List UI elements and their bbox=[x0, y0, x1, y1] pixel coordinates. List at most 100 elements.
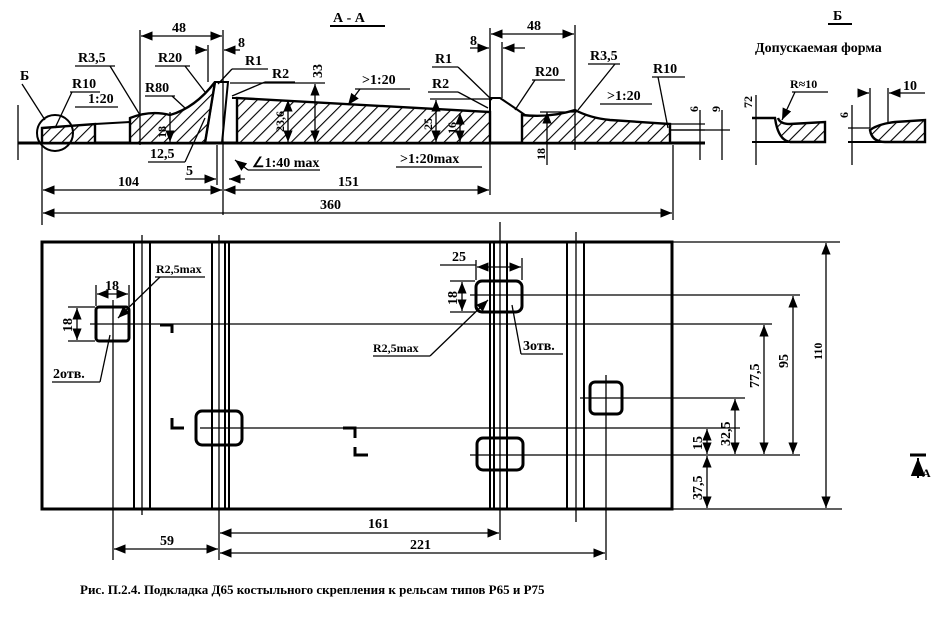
dim-9: 9 bbox=[709, 106, 723, 112]
left-end-hatch bbox=[40, 122, 97, 145]
hole-rect-top-right bbox=[474, 279, 524, 314]
dim-104: 104 bbox=[118, 175, 139, 190]
dim-6: 6 bbox=[687, 106, 701, 112]
dim-25: 25 bbox=[421, 118, 435, 130]
leader-slope-center bbox=[347, 88, 361, 106]
section-title: А - А bbox=[333, 11, 366, 26]
detail-view: Б Допускаемая форма 72 R≈10 6 10 bbox=[741, 9, 927, 165]
detail-subtitle: Допускаемая форма bbox=[755, 41, 882, 56]
detail-form-2 bbox=[868, 118, 927, 144]
dim-37-5: 37,5 bbox=[691, 476, 706, 501]
dim-161: 161 bbox=[368, 517, 389, 532]
dim-18-height-right: 18 bbox=[446, 291, 461, 305]
label-slope-center: >1:20 bbox=[362, 73, 396, 88]
dim-8-left: 8 bbox=[238, 36, 245, 51]
label-r2-right: R2 bbox=[432, 77, 449, 92]
leader-r2-5-right bbox=[429, 299, 489, 357]
leader-holes-3 bbox=[511, 304, 522, 355]
dim-59: 59 bbox=[160, 534, 174, 549]
dim-95: 95 bbox=[777, 354, 792, 368]
detail-dim-6: 6 bbox=[837, 112, 851, 118]
dim-12-5: 12,5 bbox=[150, 147, 175, 162]
label-r10-right: R10 bbox=[653, 62, 677, 77]
dim-16: 16 bbox=[445, 122, 459, 134]
label-r1-left: R1 bbox=[245, 54, 262, 69]
dim-18-right: 18 bbox=[534, 148, 548, 160]
figure-caption: Рис. П.2.4. Подкладка Д65 костыльного ск… bbox=[80, 582, 545, 597]
detail-title: Б bbox=[833, 9, 842, 24]
dim-18-width-left: 18 bbox=[105, 279, 119, 294]
label-r2-5-left: R2,5max bbox=[156, 262, 202, 276]
dim-221: 221 bbox=[410, 538, 431, 553]
leader-r1-left bbox=[217, 68, 233, 85]
left-slot bbox=[94, 120, 131, 144]
label-r10-left: R10 bbox=[72, 77, 96, 92]
dim-8-right: 8 bbox=[470, 34, 477, 49]
detail-dim-72: 72 bbox=[741, 96, 755, 108]
dim-151: 151 bbox=[338, 175, 359, 190]
detail-dim-10: 10 bbox=[903, 79, 917, 94]
dim-15: 15 bbox=[691, 436, 706, 450]
leader-detail bbox=[21, 83, 46, 121]
label-r3-5-right: R3,5 bbox=[590, 49, 618, 64]
leader-12-5 bbox=[184, 117, 206, 163]
dim-77-5: 77,5 bbox=[748, 364, 763, 389]
dim-360: 360 bbox=[320, 198, 341, 213]
label-slope-1-20-max: >1:20max bbox=[400, 152, 459, 167]
dim-18-height-left: 18 bbox=[61, 318, 76, 332]
label-r2-5-right: R2,5max bbox=[373, 341, 419, 355]
leader-slope-1-40 bbox=[234, 159, 249, 171]
section-cut-marker-1 bbox=[160, 323, 174, 333]
leader-r20-right bbox=[514, 79, 536, 111]
section-view: А - А Б R10 R3,5 1:20 R bbox=[17, 11, 730, 225]
label-holes-3: 3отв. bbox=[523, 339, 555, 354]
leader-r2-left bbox=[231, 81, 266, 97]
detail-circle bbox=[36, 114, 74, 152]
label-r2-left: R2 bbox=[272, 67, 289, 82]
dim-48-right: 48 bbox=[527, 19, 541, 34]
section-cut-marker-3 bbox=[343, 426, 357, 438]
leader-r3-5-left bbox=[109, 65, 141, 116]
dim-5: 5 bbox=[186, 164, 193, 179]
dim-18-left: 18 bbox=[155, 126, 169, 138]
leader-r10-right bbox=[657, 76, 669, 129]
leader-holes-2 bbox=[99, 334, 111, 383]
label-r1-right: R1 bbox=[435, 52, 452, 67]
label-slope-right: >1:20 bbox=[607, 89, 641, 104]
leader-r3-5-right bbox=[577, 63, 616, 111]
detail-form-1 bbox=[752, 116, 827, 144]
label-r20-right: R20 bbox=[535, 65, 559, 80]
dim-48-left: 48 bbox=[172, 21, 186, 36]
plan-view: 18 18 R2,5max 2отв. 25 18 R2,5max 3отв. … bbox=[40, 222, 931, 560]
dim-110: 110 bbox=[811, 343, 825, 360]
leader-r20-left bbox=[184, 65, 206, 93]
dim-25-plan: 25 bbox=[452, 250, 466, 265]
hole-rect-left bbox=[194, 409, 244, 447]
dim-32-5: 32,5 bbox=[719, 422, 734, 447]
section-cut-marker-4 bbox=[353, 447, 368, 457]
right-rib bbox=[489, 97, 526, 143]
label-slope-left: 1:20 bbox=[88, 92, 114, 107]
dim-33: 33 bbox=[311, 64, 326, 78]
detail-radius-leader bbox=[781, 91, 796, 121]
left-rib bbox=[203, 81, 230, 144]
label-r3-5-left: R3,5 bbox=[78, 51, 106, 66]
detail-ref-label: Б bbox=[20, 69, 29, 84]
detail-radius-label: R≈10 bbox=[790, 77, 817, 91]
leader-r1-right bbox=[457, 66, 493, 101]
leader-r2-5-left bbox=[117, 276, 161, 319]
section-marker-label: А bbox=[922, 466, 931, 480]
dim-23-6: 23,6 bbox=[273, 111, 287, 132]
label-holes-2: 2отв. bbox=[53, 367, 85, 382]
label-r20-left: R20 bbox=[158, 51, 182, 66]
leader-r80 bbox=[171, 95, 186, 109]
left-shoulder-hatch bbox=[128, 81, 217, 145]
hole-rect-bottom-right bbox=[475, 436, 525, 472]
leader-r2-right bbox=[457, 91, 489, 109]
right-shoulder-hatch bbox=[520, 108, 672, 145]
section-cut-marker-2 bbox=[170, 418, 184, 430]
leader-r10-left bbox=[54, 91, 73, 129]
label-slope-1-40: ∠1:40 max bbox=[252, 156, 319, 171]
plate-outline bbox=[40, 240, 674, 511]
